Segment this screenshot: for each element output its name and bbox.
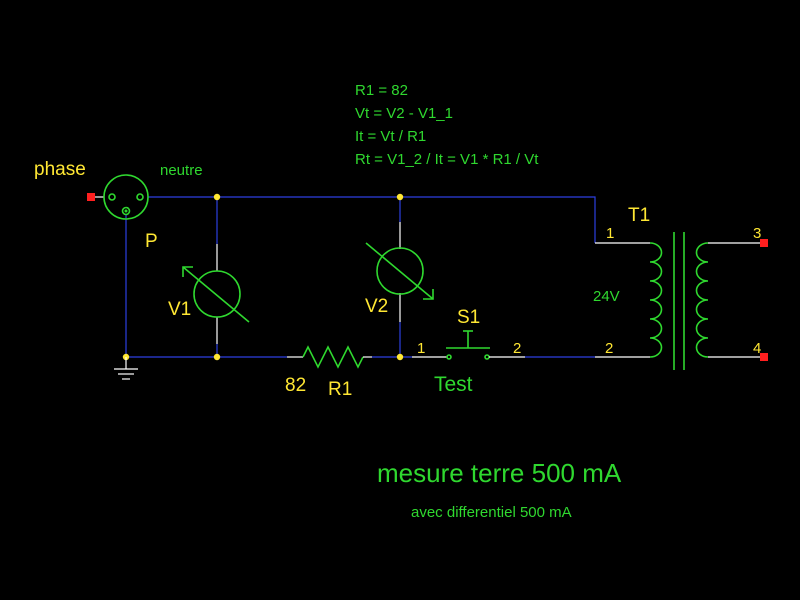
voltmeter-v1: [182, 244, 250, 344]
formula-rt: Rt = V1_2 / It = V1 * R1 / Vt: [355, 151, 539, 168]
switch-pin-2: 2: [513, 340, 521, 357]
wire-top: [148, 196, 596, 243]
switch-caption: Test: [434, 373, 473, 396]
switch-name: S1: [457, 307, 480, 328]
ground-icon: [114, 357, 138, 380]
voltmeter-v2: [365, 222, 434, 322]
formula-vt: Vt = V2 - V1_1: [355, 105, 453, 122]
r1-name: R1: [328, 379, 352, 400]
t1-pin-1: 1: [606, 225, 614, 242]
t1-pin-3: 3: [753, 225, 761, 242]
t1-terminal-3: [760, 239, 768, 247]
resistor-r1: [287, 345, 372, 369]
t1-pin-2: 2: [605, 340, 613, 357]
plug-name: P: [145, 231, 158, 252]
transformer-t1: [595, 232, 768, 370]
junction-dot: [213, 193, 221, 201]
wires: [125, 196, 596, 358]
t1-pin-4: 4: [753, 340, 761, 357]
t1-terminal-4: [760, 353, 768, 361]
transformer-name: T1: [628, 205, 650, 226]
switch-s1: [412, 330, 525, 360]
phase-label: phase: [34, 159, 86, 180]
neutre-label: neutre: [160, 162, 203, 179]
formula-r1: R1 = 82: [355, 82, 408, 99]
junction-dot: [396, 353, 404, 361]
v2-label: V2: [365, 296, 388, 317]
junction-dot: [396, 193, 404, 201]
switch-pin-1: 1: [417, 340, 425, 357]
diagram-subtitle: avec differentiel 500 mA: [411, 504, 572, 521]
r1-value: 82: [285, 375, 306, 396]
junction-dot: [213, 353, 221, 361]
plug-p: [87, 174, 149, 220]
phase-terminal: [87, 193, 95, 201]
transformer-voltage: 24V: [593, 288, 620, 305]
diagram-title: mesure terre 500 mA: [377, 458, 622, 488]
v1-label: V1: [168, 299, 191, 320]
formula-it: It = Vt / R1: [355, 128, 426, 145]
